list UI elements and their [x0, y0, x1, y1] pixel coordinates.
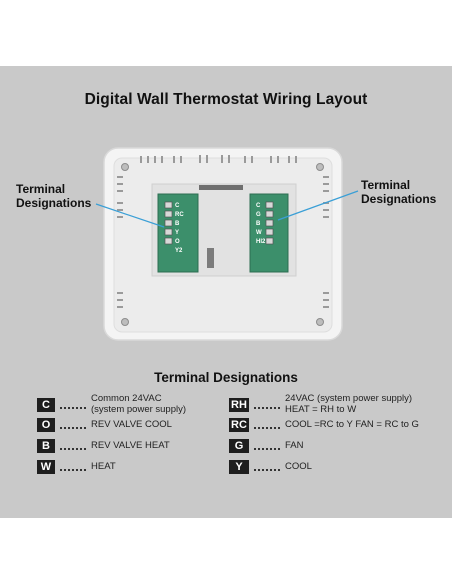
code-badge: B: [37, 439, 55, 453]
legend-description: REV VALVE HEAT: [91, 439, 170, 451]
left-terminal-label: Y: [175, 230, 179, 236]
image-panel: Digital Wall Thermostat Wiring Layout: [0, 66, 452, 518]
legend-title: Terminal Designations: [154, 370, 298, 385]
top-vents: [140, 155, 297, 163]
desc-line: 24VAC (system power supply): [285, 393, 413, 404]
code-badge: RH: [229, 397, 249, 412]
legend-item-b: B REV VALVE HEAT: [37, 439, 170, 453]
code-badge: C: [37, 397, 55, 412]
center-slot: [199, 185, 243, 190]
left-terminal-label: C: [175, 203, 180, 209]
left-terminal-label: Y2: [175, 248, 183, 254]
leader-dots: [60, 427, 86, 429]
right-terminal-label: C: [256, 203, 261, 209]
left-callout-line: [95, 203, 165, 228]
legend-item-y: Y COOL: [229, 460, 312, 474]
leader-dots: [254, 469, 280, 471]
left-terminal-screws: [164, 201, 173, 245]
desc-line: Common 24VAC: [91, 393, 162, 404]
left-callout: Terminal Designations: [16, 182, 91, 210]
legend-item-w: W HEAT: [37, 460, 116, 474]
left-terminal-label: B: [175, 221, 180, 227]
center-post: [207, 248, 214, 268]
legend-description: FAN: [285, 439, 304, 451]
right-terminal-screws: [265, 201, 274, 245]
leader-dots: [60, 469, 86, 471]
left-terminal-labels: C RC BYO Y2: [175, 203, 184, 254]
page-title: Digital Wall Thermostat Wiring Layout: [84, 91, 368, 108]
right-callout-line2: Designations: [361, 192, 437, 206]
side-vents: [117, 176, 329, 308]
right-callout: Terminal Designations: [361, 178, 436, 206]
leader-dots: [254, 406, 280, 409]
legend-item-rh: RH 24VAC (system power supply) HEAT = RH…: [229, 393, 413, 415]
desc-line: (system power supply): [91, 403, 187, 415]
legend-description: REV VALVE COOL: [91, 418, 172, 430]
left-terminal-label: O: [175, 239, 180, 245]
left-terminal-label: RC: [175, 212, 184, 218]
leader-dots: [254, 448, 280, 450]
legend-description: COOL =RC to Y FAN = RC to G: [285, 418, 419, 430]
right-terminal-label: G: [256, 212, 261, 218]
right-terminal-label: W: [256, 230, 262, 236]
leader-dots: [254, 427, 280, 429]
legend-item-c: C Common 24VAC (system power supply): [37, 393, 187, 415]
legend-item-rc: RC COOL =RC to Y FAN = RC to G: [229, 418, 419, 432]
legend-description: HEAT: [91, 460, 116, 472]
code-badge: RC: [229, 418, 249, 432]
right-terminal-label: HI2: [256, 239, 266, 245]
legend-description: COOL: [285, 460, 312, 472]
legend-description: 24VAC (system power supply) HEAT = RH to…: [285, 393, 413, 415]
code-badge: W: [37, 460, 55, 474]
right-callout-line: [277, 190, 359, 221]
code-badge: G: [229, 439, 249, 453]
code-badge: O: [37, 418, 55, 432]
desc-line: HEAT = RH to W: [285, 403, 357, 415]
leader-dots: [60, 406, 86, 409]
right-callout-line1: Terminal: [361, 178, 411, 192]
mounting-screws: [121, 163, 324, 326]
code-badge: Y: [229, 460, 249, 474]
leader-dots: [60, 448, 86, 450]
legend-item-g: G FAN: [229, 439, 303, 453]
legend-item-o: O REV VALVE COOL: [37, 418, 172, 432]
right-terminal-label: B: [256, 221, 261, 227]
left-callout-line1: Terminal: [16, 182, 66, 196]
left-callout-line2: Designations: [16, 196, 92, 210]
legend-description: Common 24VAC (system power supply): [91, 393, 187, 415]
